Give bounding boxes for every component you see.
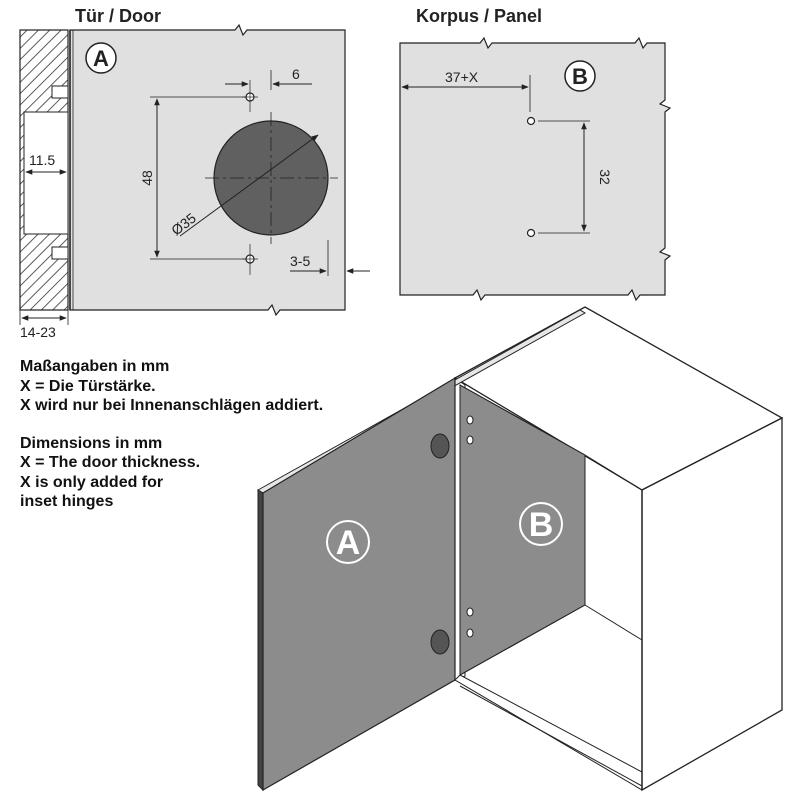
door-face-3d (262, 376, 456, 792)
hole-spacing-label: 48 (139, 170, 155, 186)
pilot-notch-top (51, 85, 69, 99)
note-en-2: X = The door thickness. (20, 454, 201, 471)
door-side-edge (257, 489, 264, 792)
depth-label: 11.5 (29, 152, 55, 168)
panel-face (399, 36, 672, 302)
cup-pocket (23, 111, 69, 235)
note-en-3: X is only added for (20, 473, 164, 491)
notes-block: Maßangaben in mm X = Die Türstärke. X wi… (20, 357, 400, 512)
label-a: A (93, 46, 109, 71)
panel-spacing-label: 32 (597, 169, 613, 185)
note-en-1: Dimensions in mm (20, 434, 163, 452)
cabinet-label-a: A (336, 524, 361, 562)
label-a-circle (85, 42, 117, 74)
note-de-1: Maßangaben in mm (20, 358, 170, 375)
panel-offset-label: 37+X (445, 69, 479, 85)
edge-distance-label: 3-5 (290, 253, 310, 269)
mount-hole-bottom (526, 228, 536, 238)
note-de-3: X wird nur bei Innenanschlägen addiert. (20, 397, 324, 414)
door-cup-hole-top (430, 433, 450, 459)
label-b: B (572, 64, 588, 89)
cabinet-label-b: B (529, 506, 554, 544)
panel-title: Korpus / Panel (416, 6, 542, 26)
hole-offset-label: 6 (292, 66, 300, 82)
door-section: Tür / Door A Ø35 6 (19, 6, 370, 340)
pilot-notch-bottom (51, 246, 69, 260)
note-en-4: inset hinges (20, 493, 114, 510)
cabinet-illustration: B A (257, 306, 784, 792)
mount-hole-top (526, 116, 536, 126)
door-face-panel (69, 23, 346, 317)
panel-section: Korpus / Panel B 37+X 32 (399, 6, 672, 302)
door-cup-hole-bottom (430, 629, 450, 655)
door-thickness-label: 14-23 (20, 324, 56, 340)
cabinet-label-a-circle (326, 520, 370, 564)
cabinet-label-b-circle (519, 502, 563, 546)
door-title: Tür / Door (75, 6, 161, 26)
label-b-circle (564, 60, 596, 92)
note-de-2: X = Die Türstärke. (20, 377, 156, 395)
